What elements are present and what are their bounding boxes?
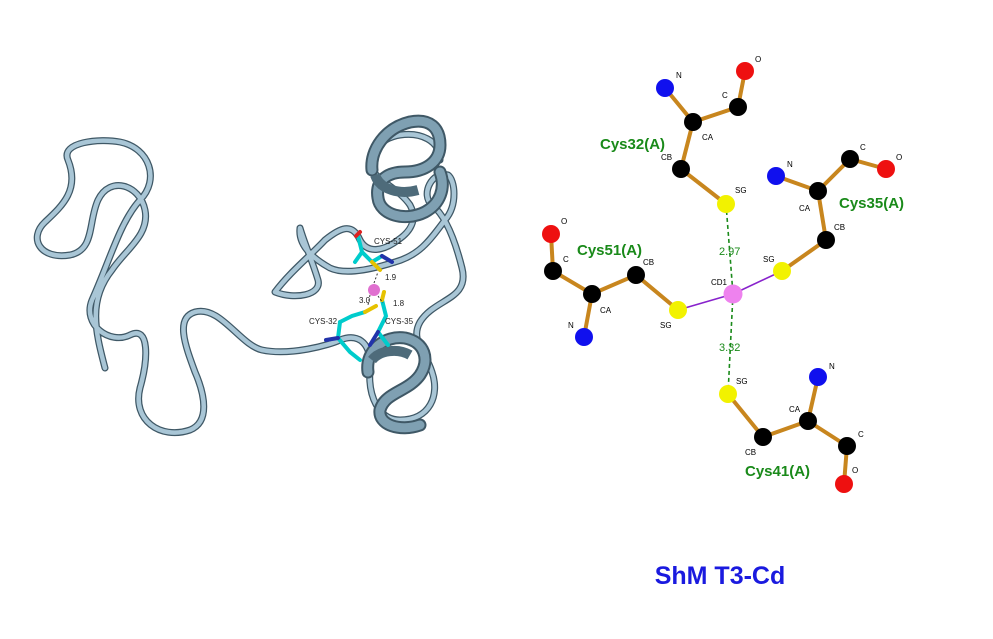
lbl-cb-cys41: CB <box>745 448 756 457</box>
lbl-sg-cys41: SG <box>736 377 748 386</box>
atoms <box>542 62 895 493</box>
lbl-o-cys41: O <box>852 466 858 475</box>
lbl-ca-cys32: CA <box>702 133 714 142</box>
atom-ca-cys35 <box>809 182 827 200</box>
residue-label-cys32: Cys32(A) <box>600 136 665 153</box>
figure-caption: ShM T3-Cd <box>654 562 786 590</box>
lbl-o-cys35: O <box>896 153 902 162</box>
atom-o-cys35 <box>877 160 895 178</box>
lbl-o-cys51: O <box>561 217 567 226</box>
cysteine-sticks <box>324 230 394 362</box>
metal-bond-sg51 <box>677 293 734 311</box>
bond-cys35 <box>774 156 888 273</box>
atom-n-cys32 <box>656 79 674 97</box>
atom-o-cys32 <box>736 62 754 80</box>
atom-ca-cys32 <box>684 113 702 131</box>
label-dist-32: 3.0 <box>359 296 371 305</box>
atom-sg-cys41 <box>719 385 737 403</box>
atom-cd1 <box>723 284 743 304</box>
lbl-sg-cys35: SG <box>763 255 775 264</box>
atom-sg-cys32 <box>717 195 735 213</box>
cd-ion-sphere <box>368 284 380 296</box>
label-dist-35: 1.8 <box>393 299 405 308</box>
lbl-c-cys41: C <box>858 430 864 439</box>
bonds <box>549 69 888 486</box>
lbl-o-cys32: O <box>755 55 761 64</box>
lbl-ca-cys35: CA <box>799 204 811 213</box>
lbl-n-cys51: N <box>568 321 574 330</box>
atom-cb-cys32 <box>672 160 690 178</box>
residue-label-cys51: Cys51(A) <box>577 242 642 259</box>
lbl-sg-cys51: SG <box>660 321 672 330</box>
atom-cb-cys51 <box>627 266 645 284</box>
atom-ca-cys41 <box>799 412 817 430</box>
upper-helix <box>365 114 449 224</box>
atom-ca-cys51 <box>583 285 601 303</box>
lbl-c-cys51: C <box>563 255 569 264</box>
lbl-ca-cys51: CA <box>600 306 612 315</box>
lbl-n-cys35: N <box>787 160 793 169</box>
lbl-c-cys32: C <box>722 91 728 100</box>
lbl-sg-cys32: SG <box>735 186 747 195</box>
atom-c-cys41 <box>838 437 856 455</box>
atom-n-cys41 <box>809 368 827 386</box>
hbond-upper <box>725 203 734 295</box>
lbl-cb-cys51: CB <box>643 258 654 267</box>
atom-cb-cys35 <box>817 231 835 249</box>
lbl-cb-cys35: CB <box>834 223 845 232</box>
atom-sg-cys51 <box>669 301 687 319</box>
atom-labels: N CA C O CB SG N CA C O CB SG O C CA N C… <box>561 55 902 475</box>
lbl-cd1: CD1 <box>711 278 728 287</box>
lbl-c-cys35: C <box>860 143 866 152</box>
distance-lower: 3.32 <box>719 342 740 354</box>
label-cys32: CYS-32 <box>309 317 338 326</box>
atom-c-cys32 <box>729 98 747 116</box>
label-dist-51: 1.9 <box>385 273 397 282</box>
atom-cb-cys41 <box>754 428 772 446</box>
distance-upper: 2.97 <box>719 246 740 258</box>
atom-n-cys35 <box>767 167 785 185</box>
lbl-ca-cys41: CA <box>789 405 801 414</box>
lbl-n-cys32: N <box>676 71 682 80</box>
atom-o-cys51 <box>542 225 560 243</box>
residue-label-cys41: Cys41(A) <box>745 463 810 480</box>
residue-label-cys35: Cys35(A) <box>839 195 904 212</box>
label-cys35: CYS-35 <box>385 317 414 326</box>
atom-c-cys51 <box>544 262 562 280</box>
atom-n-cys51 <box>575 328 593 346</box>
ligplot-diagram: N CA C O CB SG N CA C O CB SG O C CA N C… <box>542 55 904 493</box>
lbl-cb-cys32: CB <box>661 153 672 162</box>
atom-sg-cys35 <box>773 262 791 280</box>
atom-c-cys35 <box>841 150 859 168</box>
atom-o-cys41 <box>835 475 853 493</box>
label-cys51: CYS-51 <box>374 237 403 246</box>
hbond-lower <box>727 293 734 395</box>
protein-cartoon: CYS-51 CYS-32 CYS-35 1.9 3.0 1.8 <box>33 114 467 437</box>
lbl-n-cys41: N <box>829 362 835 371</box>
